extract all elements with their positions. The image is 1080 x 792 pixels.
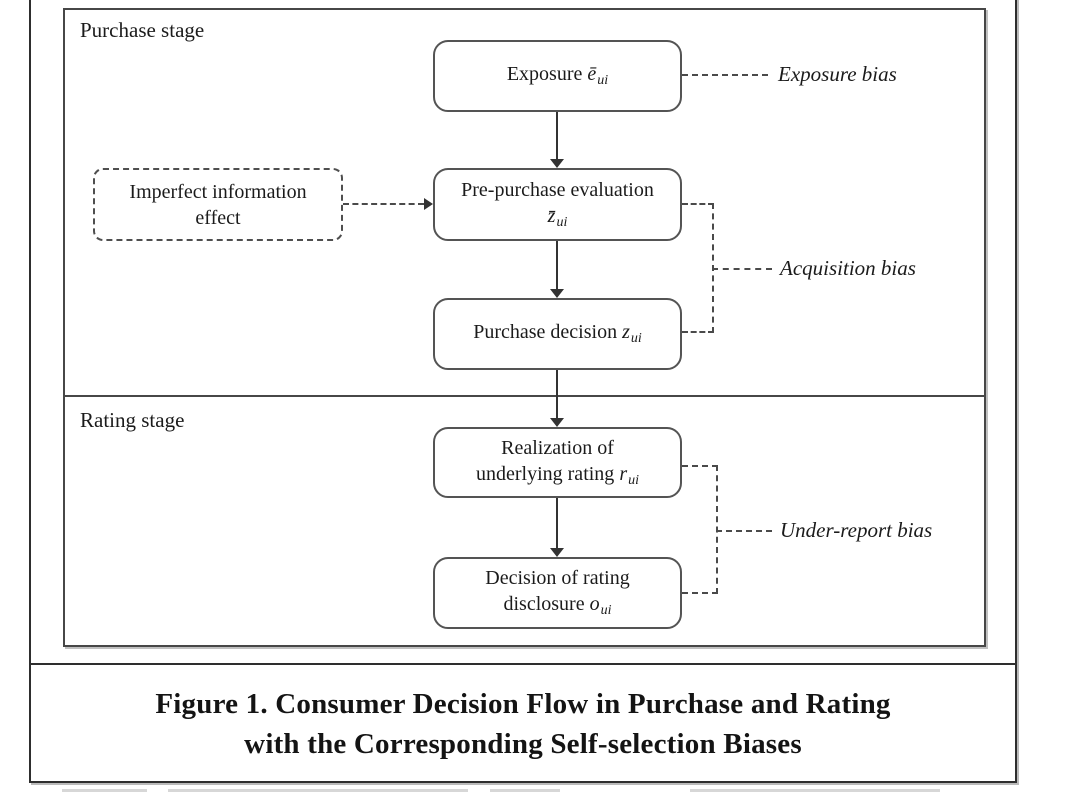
dashed-stub-realization — [682, 465, 718, 467]
node-prepurchase-line1: Pre-purchase evaluation — [461, 178, 654, 201]
node-prepurchase-math: z̄ui — [547, 204, 568, 230]
cropped-text-artifact — [690, 789, 940, 792]
arrowhead-down-icon — [550, 159, 564, 168]
arrow-exposure-to-prepurchase — [556, 112, 558, 161]
cropped-text-artifact — [490, 789, 560, 792]
arrowhead-down-icon — [550, 418, 564, 427]
dashed-stub-prepurchase — [682, 203, 714, 205]
dashed-arrow-imperfect-to-prepurchase — [343, 203, 424, 205]
cropped-text-artifact — [168, 789, 468, 792]
purchase-stage-label: Purchase stage — [80, 18, 205, 42]
dashed-bracket-under-report — [716, 465, 718, 594]
acquisition-bias-label: Acquisition bias — [780, 256, 916, 280]
arrow-prepurchase-to-purchase — [556, 241, 558, 289]
caption-line-2: with the Corresponding Self-selection Bi… — [244, 728, 802, 760]
arrowhead-down-icon — [550, 289, 564, 298]
page-frame — [29, 0, 1017, 783]
node-realization-line1: Realization of — [501, 436, 614, 459]
node-imperfect-line1: Imperfect information — [129, 180, 307, 203]
dashed-stub-disclosure — [682, 592, 718, 594]
arrow-realization-to-disclosure — [556, 498, 558, 548]
dashed-line-acquisition-bias — [712, 268, 772, 270]
stage-divider-line — [63, 395, 986, 397]
dashed-stub-purchase — [682, 331, 714, 333]
dashed-line-exposure-bias — [682, 74, 768, 76]
node-imperfect-line2: effect — [195, 206, 241, 229]
rating-stage-label: Rating stage — [80, 408, 185, 432]
dashed-line-under-report-bias — [716, 530, 772, 532]
cropped-text-artifact — [62, 789, 147, 792]
node-prepurchase-evaluation: Pre-purchase evaluation z̄ui — [433, 168, 682, 241]
figure-caption-box: Figure 1. Consumer Decision Flow in Purc… — [29, 663, 1017, 783]
node-disclosure-line1: Decision of rating — [485, 567, 630, 590]
exposure-bias-label: Exposure bias — [778, 62, 897, 86]
under-report-bias-label: Under-report bias — [780, 518, 933, 542]
caption-line-1: Figure 1. Consumer Decision Flow in Purc… — [155, 688, 891, 720]
arrowhead-right-icon — [424, 198, 433, 210]
arrowhead-down-icon — [550, 548, 564, 557]
node-imperfect-information: Imperfect information effect — [93, 168, 343, 241]
arrow-purchase-to-realization — [556, 370, 558, 418]
